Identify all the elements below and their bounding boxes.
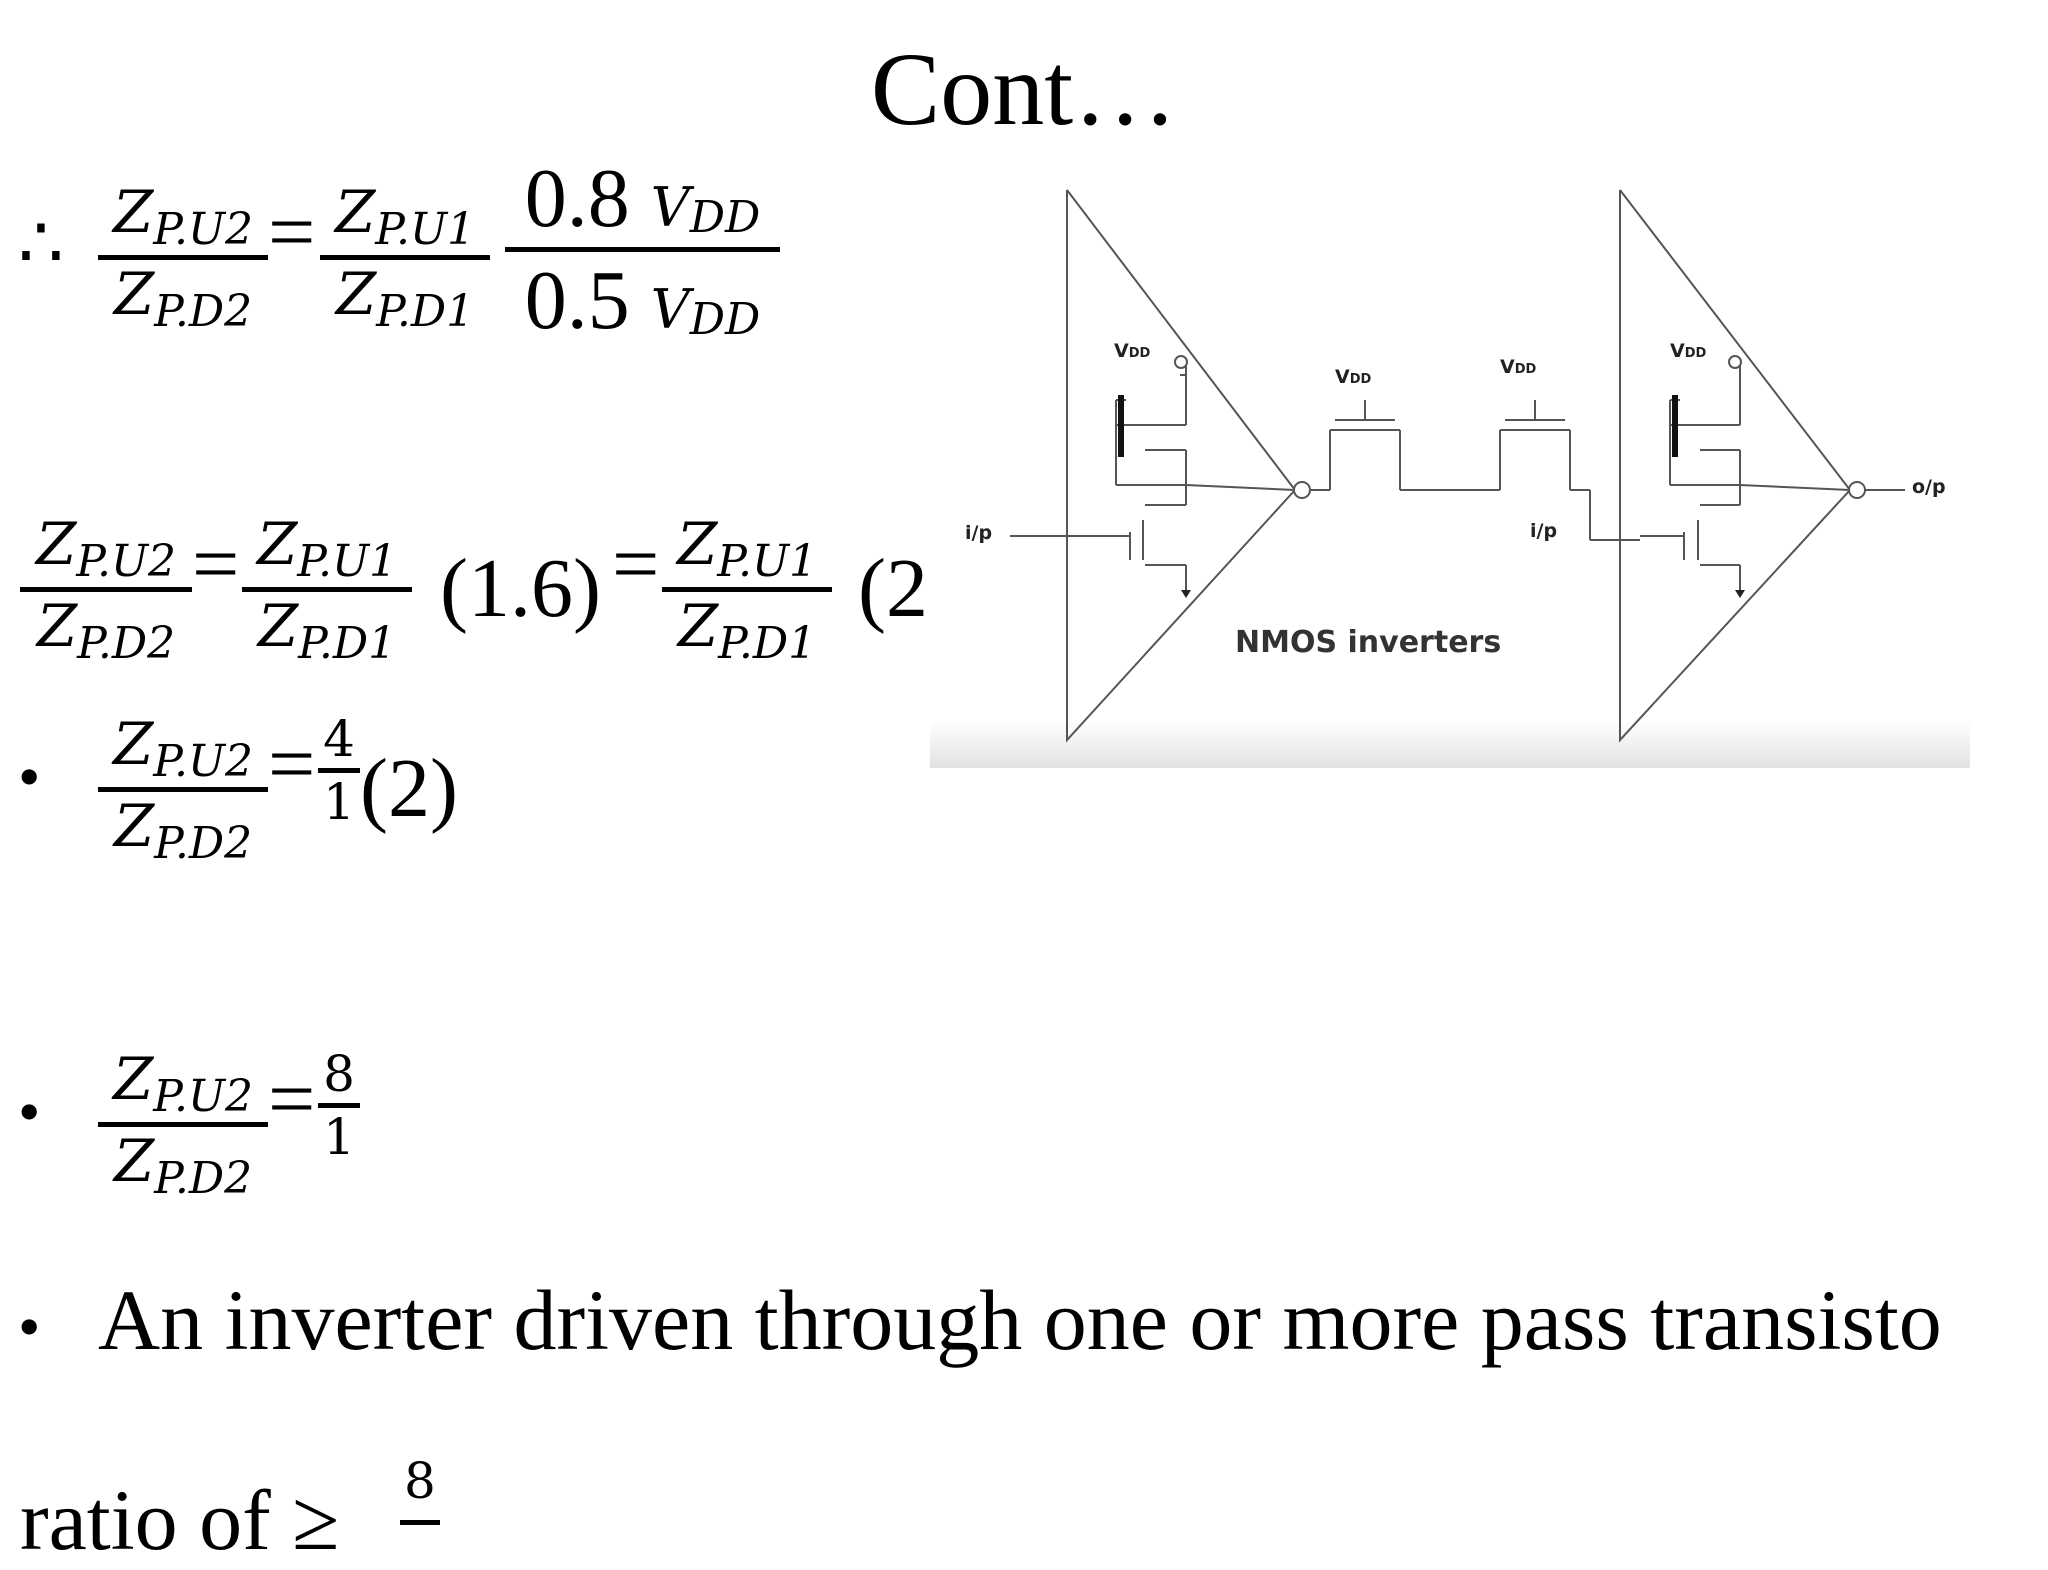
- vdd-label-pass1: VDD: [1335, 366, 1372, 388]
- fraction-zpu1-zpd1-eq2: ZP.U1 ZP.D1: [242, 510, 412, 669]
- diagram-caption: NMOS inverters: [1235, 625, 1502, 660]
- ground-arrow-right: [1735, 590, 1745, 598]
- factor-2: (2): [360, 742, 458, 835]
- therefore-symbol: ∴: [18, 203, 64, 283]
- ratio-fraction-bar: [400, 1520, 440, 1525]
- equals-sign: =: [192, 518, 240, 611]
- factor-2-partial: (2: [858, 542, 928, 635]
- fraction-zpu1-zpd1: ZP.U1 ZP.D1: [320, 178, 490, 337]
- gate-bar-left: [1118, 395, 1124, 457]
- fraction-zpu1-zpd1-eq2b: ZP.U1 ZP.D1: [662, 510, 832, 669]
- fraction-8-over-1: 8 1: [318, 1045, 360, 1166]
- factor-1-6: (1.6): [440, 542, 601, 635]
- nmos-inverter-diagram: VDD VDD VDD VDD i/p i/p o/p NMOS inverte…: [930, 180, 1970, 770]
- vdd-label-right: VDD: [1670, 340, 1707, 362]
- fraction-zpu2-zpd2-b2: ZP.U2 ZP.D2: [98, 1045, 268, 1204]
- right-triangle: [1619, 190, 1851, 743]
- fraction-voltage-ratio: 0.8 VDD 0.5 VDD: [505, 150, 780, 349]
- vdd-label-left: VDD: [1114, 340, 1151, 362]
- fraction-zpu2-zpd2: ZP.U2 ZP.D2: [98, 178, 268, 337]
- fraction-zpu2-zpd2-b1: ZP.U2 ZP.D2: [98, 710, 268, 869]
- bullet-point: •: [18, 1076, 41, 1147]
- equals-sign: =: [612, 518, 660, 611]
- circuit-schematic: [930, 189, 1970, 768]
- fraction-zpu2-zpd2-eq2: ZP.U2 ZP.D2: [20, 510, 192, 669]
- ground-arrow-left: [1181, 590, 1191, 598]
- equals-sign: =: [268, 1053, 316, 1146]
- statement-text: An inverter driven through one or more p…: [98, 1272, 1942, 1368]
- fraction-4-over-1: 4 1: [318, 710, 360, 831]
- slide-title: Cont…: [870, 32, 1178, 147]
- input-label-right: i/p: [1530, 520, 1558, 542]
- equals-sign: =: [268, 186, 316, 279]
- equals-sign: =: [268, 718, 316, 811]
- vdd-label-pass2: VDD: [1500, 356, 1537, 378]
- output-label: o/p: [1912, 476, 1946, 498]
- bullet-point: •: [18, 1291, 41, 1362]
- ratio-text: ratio of ≥: [20, 1472, 340, 1568]
- ratio-numerator: 8: [404, 1452, 436, 1510]
- gate-bar-right: [1672, 395, 1678, 457]
- input-label-left: i/p: [965, 522, 993, 544]
- diagram-shadow: [930, 720, 1970, 768]
- bullet-point: •: [18, 741, 41, 812]
- left-triangle: [1066, 190, 1296, 743]
